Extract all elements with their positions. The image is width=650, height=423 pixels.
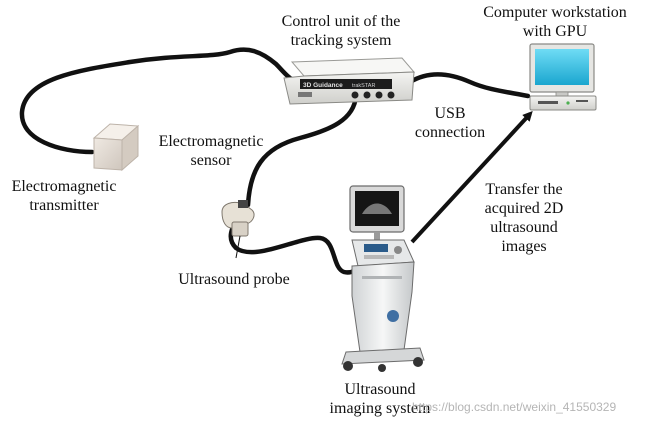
label-workstation-line2: with GPU bbox=[522, 23, 588, 40]
probe-pointer-line bbox=[235, 235, 241, 259]
label-transfer-line1: Transfer the bbox=[485, 181, 563, 198]
label-imaging-system-line1: Ultrasound bbox=[344, 381, 416, 398]
usb-cable bbox=[407, 72, 531, 99]
label-workstation-line1: Computer workstation bbox=[483, 4, 627, 21]
watermark: https://blog.csdn.net/weixin_41550329 bbox=[412, 400, 617, 414]
label-em-transmitter-line1: Electromagnetic bbox=[11, 178, 117, 195]
ultrasound-probe bbox=[221, 200, 255, 237]
label-control-unit-line1: Control unit of the bbox=[281, 13, 401, 30]
label-usb-line1: USB bbox=[434, 105, 466, 122]
label-probe-text: Ultrasound probe bbox=[178, 271, 290, 288]
label-transfer-line2: acquired 2D bbox=[484, 200, 564, 217]
label-em-sensor-line1: Electromagnetic bbox=[158, 133, 264, 150]
label-transfer-line4: images bbox=[501, 238, 547, 255]
label-em-sensor: Electromagnetic sensor bbox=[146, 132, 276, 170]
monitor-screen bbox=[535, 49, 589, 85]
ultrasound-imaging-system bbox=[341, 185, 425, 372]
cables bbox=[19, 47, 531, 275]
label-imaging-system-line2: imaging system bbox=[329, 400, 431, 417]
label-transfer-line3: ultrasound bbox=[490, 219, 558, 236]
label-transfer: Transfer the acquired 2D ultrasound imag… bbox=[470, 180, 578, 256]
label-probe: Ultrasound probe bbox=[150, 270, 318, 289]
tracking-control-unit: 3D Guidance trakSTAR bbox=[283, 57, 416, 105]
em-transmitter-cube bbox=[92, 123, 140, 172]
tracker-brand-text: 3D Guidance bbox=[303, 82, 343, 89]
label-imaging-system: Ultrasound imaging system bbox=[312, 380, 448, 418]
transfer-arrow bbox=[410, 111, 533, 244]
label-control-unit: Control unit of the tracking system bbox=[268, 12, 414, 50]
transmitter-cable bbox=[19, 47, 299, 155]
label-em-transmitter-line2: transmitter bbox=[29, 197, 99, 214]
em-sensor-mark bbox=[238, 200, 248, 208]
tracker-model-text: trakSTAR bbox=[352, 83, 375, 89]
label-usb: USB connection bbox=[402, 104, 498, 142]
computer-workstation bbox=[529, 43, 597, 111]
sensor-cable bbox=[245, 93, 359, 208]
label-workstation: Computer workstation with GPU bbox=[470, 3, 640, 41]
label-usb-line2: connection bbox=[414, 124, 486, 141]
label-em-sensor-line2: sensor bbox=[190, 152, 232, 169]
label-em-transmitter: Electromagnetic transmitter bbox=[2, 177, 126, 215]
label-control-unit-line2: tracking system bbox=[290, 32, 392, 49]
